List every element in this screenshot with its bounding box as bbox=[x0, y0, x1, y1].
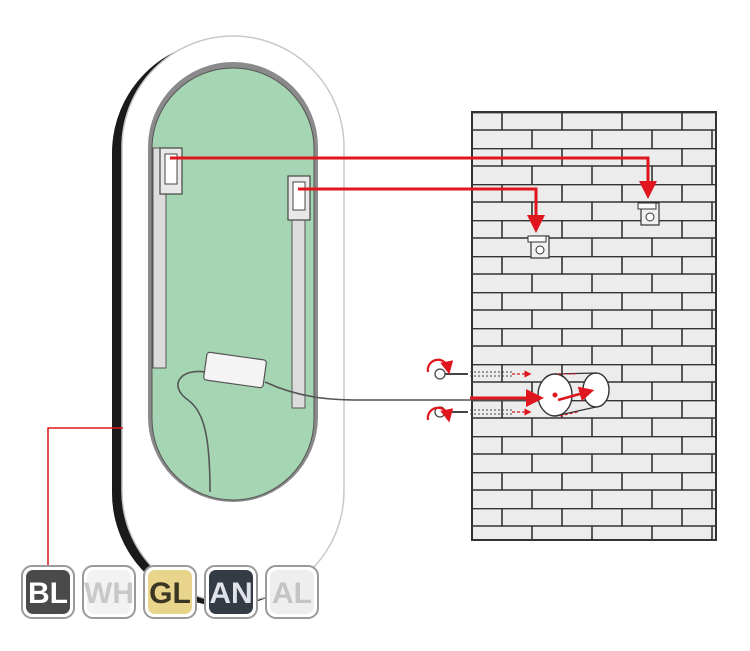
finish-swatch bbox=[26, 570, 70, 614]
finish-swatch bbox=[87, 570, 131, 614]
wall-hook-icon bbox=[527, 235, 550, 259]
finish-code-label: AL bbox=[272, 577, 312, 610]
finish-swatch bbox=[209, 570, 253, 614]
finish-code-label: AN bbox=[209, 577, 252, 610]
finish-badge-bl: BL bbox=[21, 565, 75, 619]
brick-wall bbox=[471, 111, 717, 541]
finish-code-label: GL bbox=[149, 577, 191, 610]
finish-leader-line bbox=[47, 427, 123, 566]
junction-arrow-inner bbox=[557, 386, 595, 402]
finish-badge-an: AN bbox=[204, 565, 258, 619]
rotate-arrow-icon bbox=[426, 406, 454, 423]
finish-badge-gl: GL bbox=[143, 565, 197, 619]
mirror-frame-icon bbox=[112, 35, 345, 606]
driver-cable-left bbox=[177, 370, 211, 493]
finish-swatch bbox=[270, 570, 314, 614]
rotate-arrow-icon bbox=[426, 358, 454, 375]
connector-left-rail-to-hook bbox=[170, 156, 657, 199]
driver-cable-right bbox=[264, 381, 545, 401]
finish-badge-al: AL bbox=[265, 565, 319, 619]
connector-right-rail-to-hook bbox=[298, 187, 545, 233]
mirror-right-rail bbox=[287, 175, 311, 409]
finish-code-label: BL bbox=[28, 577, 68, 610]
finish-badges: BL WH GL AN AL bbox=[21, 565, 319, 619]
finish-badge-wh: WH bbox=[82, 565, 136, 619]
finish-swatch bbox=[148, 570, 192, 614]
led-driver-icon bbox=[203, 351, 267, 389]
finish-code-label: WH bbox=[84, 577, 134, 610]
wall-hook-icon bbox=[637, 202, 660, 226]
